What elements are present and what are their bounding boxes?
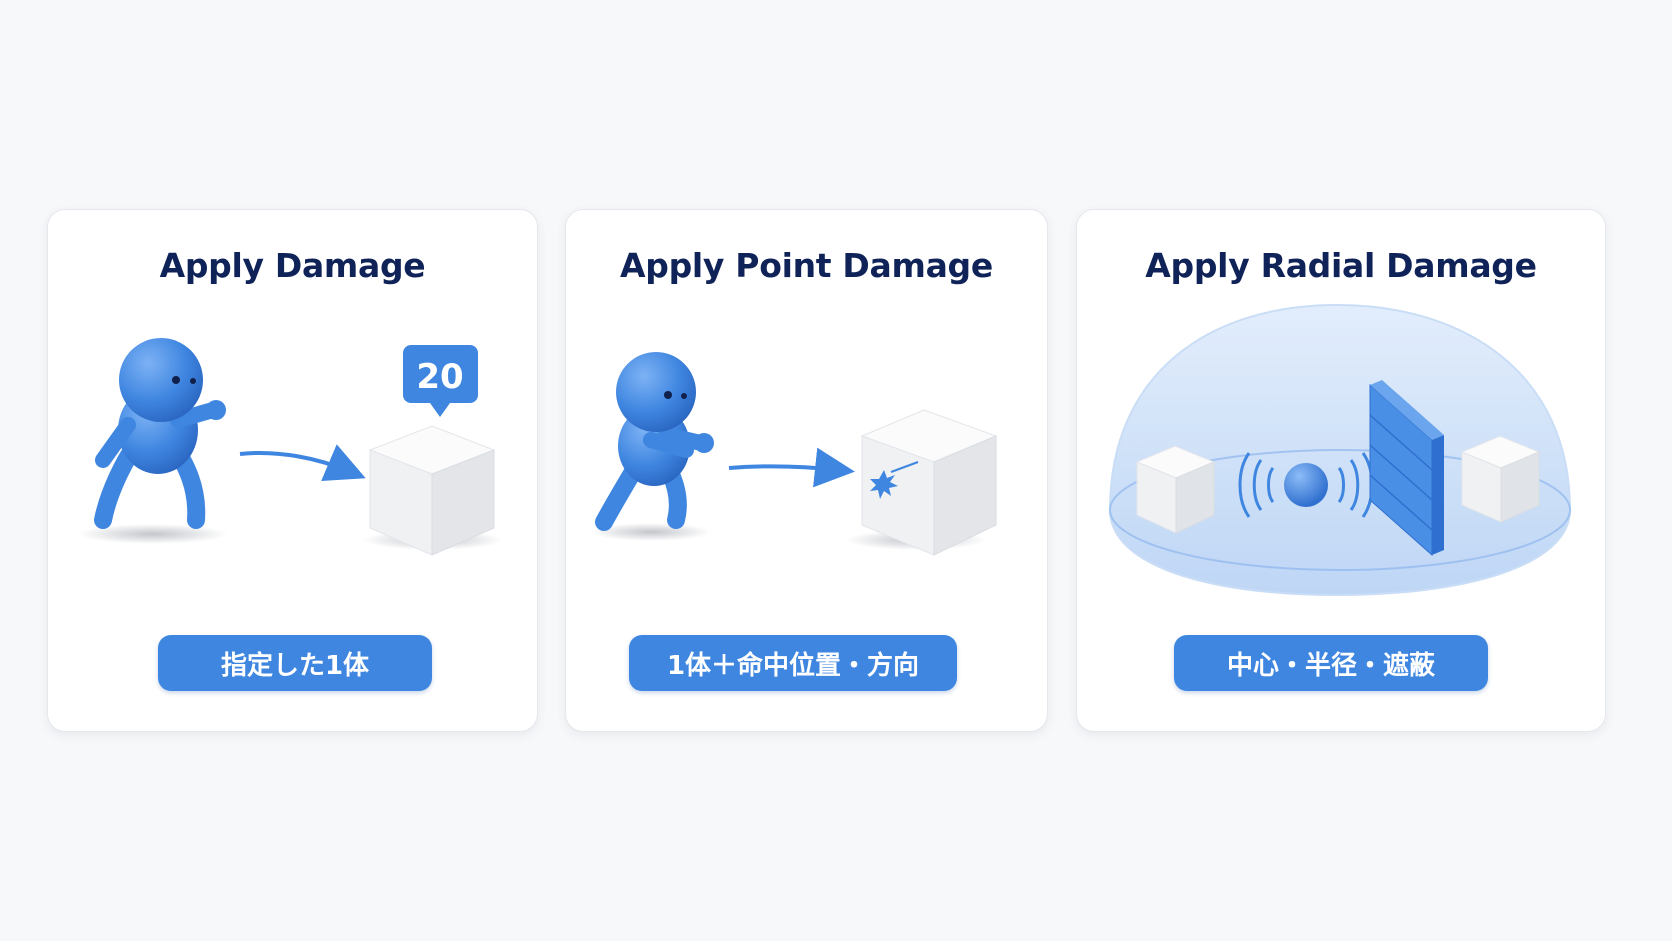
push-arrow <box>239 444 366 482</box>
target-cube-icon <box>363 425 503 556</box>
push-arrow <box>728 447 855 488</box>
hit-info-pill: 1体＋命中位置・方向 <box>629 635 957 691</box>
card-title: Apply Damage <box>159 246 426 285</box>
card-title: Apply Radial Damage <box>1145 246 1537 285</box>
damage-badge: 20 <box>403 345 478 417</box>
apply-point-damage-card: Apply Point Damage 1体＋命中位置・方向 <box>565 209 1048 732</box>
card-title: Apply Point Damage <box>620 246 993 285</box>
target-description-pill: 指定した1体 <box>158 635 432 691</box>
right-cube-icon <box>1460 435 1541 523</box>
apply-point-damage-illustration <box>591 352 998 556</box>
impact-star-icon <box>870 461 919 499</box>
apply-radial-damage-illustration <box>1108 303 1572 597</box>
pushing-figure-icon <box>591 352 714 541</box>
apply-damage-illustration: 20 <box>78 338 503 556</box>
apply-radial-damage-card: Apply Radial Damage <box>1076 209 1606 732</box>
running-figure-icon <box>78 338 228 544</box>
radial-params-pill: 中心・半径・遮蔽 <box>1174 635 1488 691</box>
explosion-center-icon <box>1238 452 1374 518</box>
apply-damage-card: Apply Damage 20 指定した1体 <box>47 209 538 732</box>
left-cube-icon <box>1135 445 1216 534</box>
occluding-wall-icon <box>1369 380 1444 557</box>
radius-dome-icon <box>1108 303 1572 597</box>
damage-value: 20 <box>416 357 463 397</box>
target-cube-icon <box>846 409 998 556</box>
